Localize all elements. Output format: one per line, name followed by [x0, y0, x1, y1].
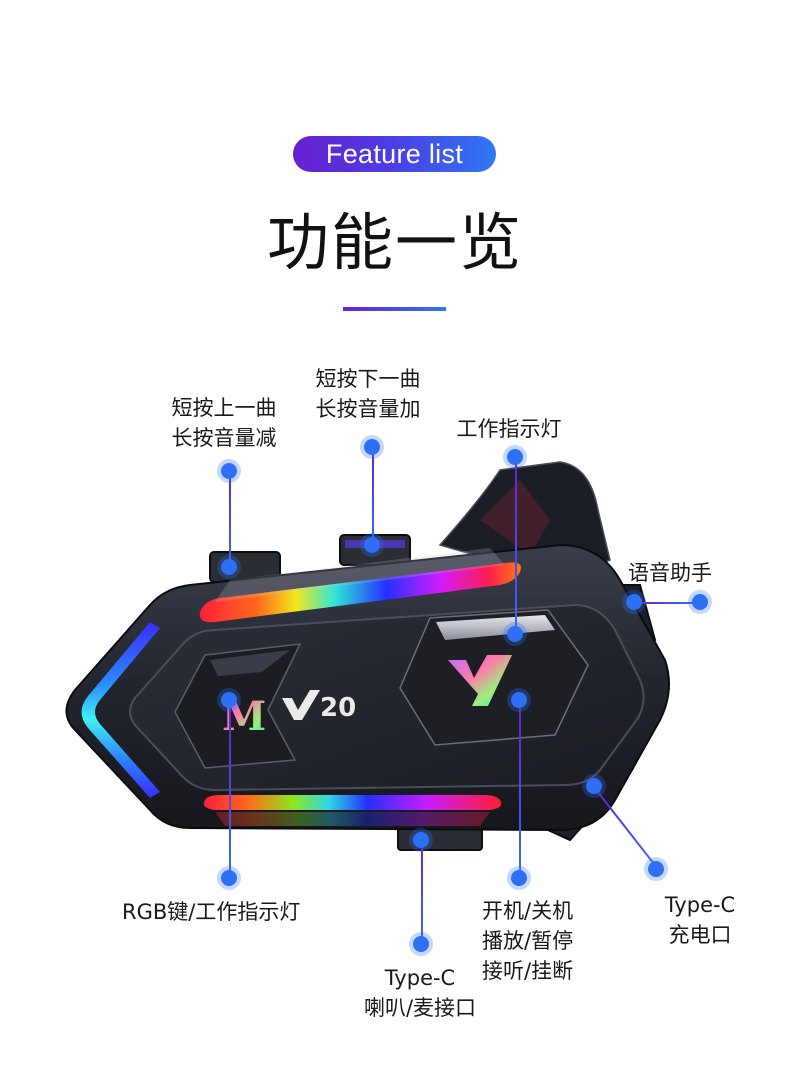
leader-line-power-key [519, 700, 521, 878]
callout-work-indicator: 工作指示灯 [456, 417, 562, 441]
callout-dot-rgb-key [221, 692, 237, 708]
callout-charge-port: Type-C 充电口 [664, 893, 736, 947]
callout-voice-assistant: 语音助手 [628, 561, 712, 585]
callout-dot-work-indicator [507, 626, 523, 642]
callout-prev-track: 短按上一曲 长按音量减 [171, 396, 277, 450]
leader-line-next-track [372, 448, 374, 544]
leader-line-prev-track [229, 472, 231, 568]
callout-dot-speaker-port [413, 832, 429, 848]
callout-dot-voice-assistant [626, 594, 642, 610]
page-title: 功能一览 [266, 206, 523, 279]
callout-dot-next-track [364, 537, 380, 553]
callout-dot-next-track-anchor [364, 439, 380, 455]
callout-rgb-key: RGB键/工作指示灯 [122, 900, 301, 924]
callout-speaker-mic-port: Type-C 喇叭/麦接口 [363, 966, 477, 1020]
callout-dot-prev-track [221, 559, 237, 575]
callout-dot-prev-track-anchor [221, 463, 237, 479]
leader-line-work-indicator [515, 458, 517, 634]
callout-dot-power-key [511, 692, 527, 708]
callout-dot-charge-port [586, 778, 602, 794]
model-number: 20 [320, 693, 356, 723]
leader-line-rgb-key [229, 700, 231, 878]
leader-line-speaker-port [421, 840, 423, 944]
callout-dot-rgb-key-anchor [221, 870, 237, 886]
title-underline [343, 307, 446, 311]
callout-power-play-call: 开机/关机 播放/暂停 接听/挂断 [482, 899, 574, 983]
feature-list-badge-text: Feature list [325, 138, 464, 169]
callout-dot-power-key-anchor [511, 870, 527, 886]
callout-dot-speaker-port-anchor [413, 936, 429, 952]
callout-dot-charge-port-anchor [648, 861, 664, 877]
callout-dot-work-indicator-anchor [507, 449, 523, 465]
callout-next-track: 短按下一曲 长按音量加 [315, 367, 421, 421]
callout-dot-voice-assistant-anchor [692, 594, 708, 610]
feature-list-badge: Feature list [293, 136, 496, 172]
leader-line-voice-assistant [634, 602, 700, 604]
